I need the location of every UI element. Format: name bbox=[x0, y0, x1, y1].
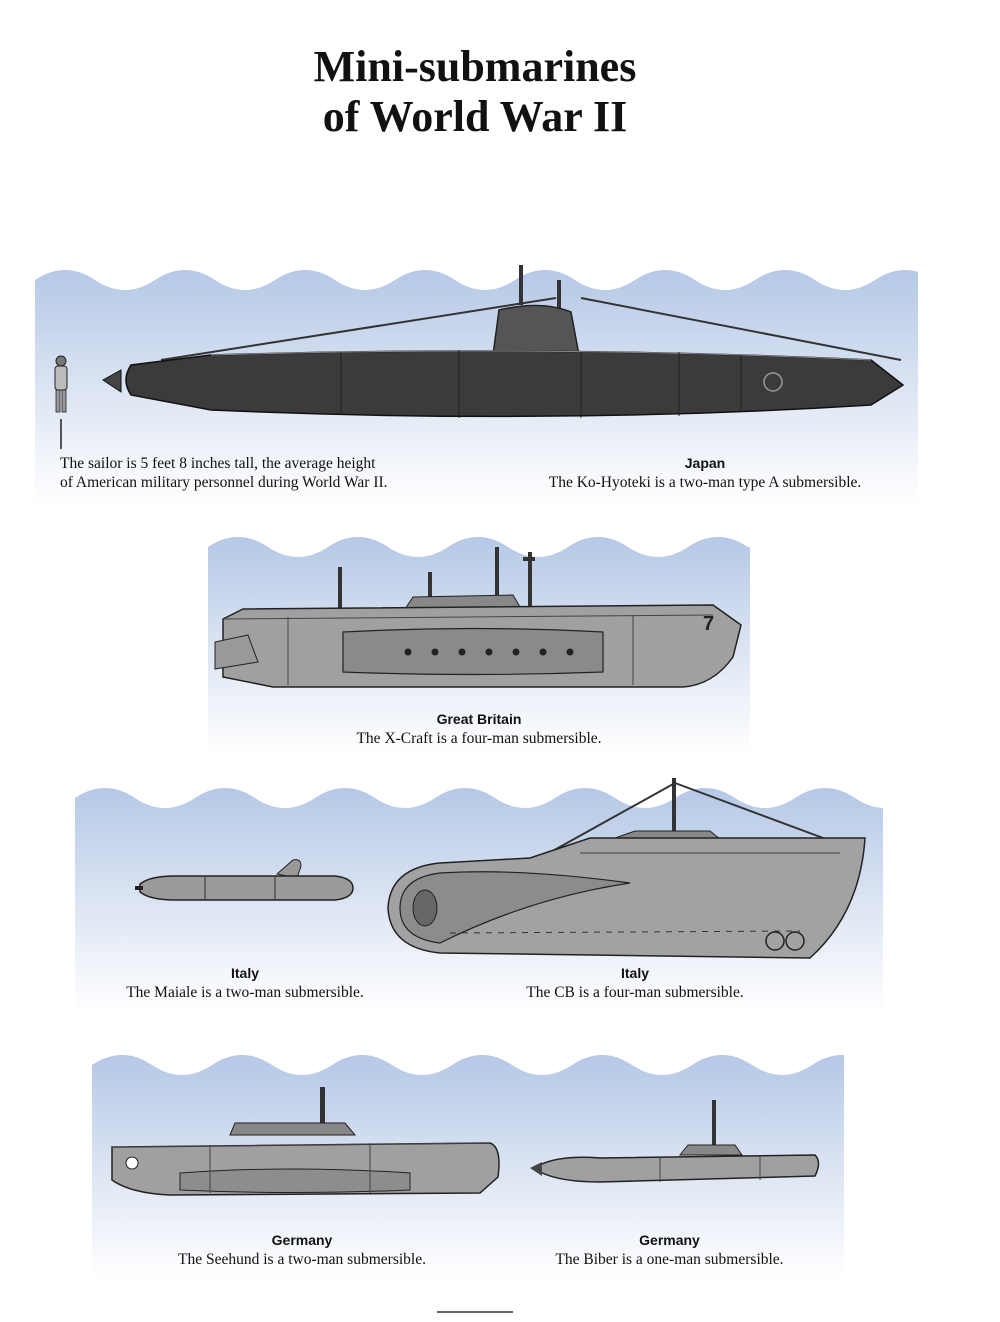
country-label: Italy bbox=[620, 965, 649, 981]
submarine-description: The Biber is a one-man submersible. bbox=[555, 1251, 784, 1268]
seehund-submarine bbox=[111, 1087, 500, 1196]
cb-submarine bbox=[387, 778, 866, 959]
submarine-description: The Ko-Hyoteki is a two-man type A subme… bbox=[548, 474, 862, 491]
title-line-2: of World War II bbox=[322, 92, 628, 141]
country-label: Germany bbox=[271, 1232, 333, 1248]
country-label: Great Britain bbox=[436, 711, 522, 727]
submarine-description: The CB is a four-man submersible. bbox=[526, 984, 744, 1001]
caption-great-britain: Great Britain The X-Craft is a four-man … bbox=[208, 710, 750, 748]
porthole-row bbox=[404, 648, 574, 656]
country-label: Germany bbox=[639, 1232, 700, 1248]
caption-italy-maiale: Italy The Maiale is a two-man submersibl… bbox=[75, 964, 415, 1002]
maiale-submarine bbox=[135, 859, 354, 901]
caption-japan: Japan The Ko-Hyoteki is a two-man type A… bbox=[500, 454, 910, 492]
submarine-description: The Maiale is a two-man submersible. bbox=[126, 984, 364, 1001]
sailor-caption: The sailor is 5 feet 8 inches tall, the … bbox=[60, 454, 510, 492]
footer-divider bbox=[437, 1311, 513, 1313]
x-craft-submarine: 7 bbox=[214, 547, 742, 688]
caption-italy-cb: Italy The CB is a four-man submersible. bbox=[465, 964, 805, 1002]
biber-submarine bbox=[530, 1100, 820, 1183]
sailor-figure bbox=[54, 355, 68, 449]
hull-number: 7 bbox=[703, 613, 714, 635]
panel-great-britain: 7 Great Britain The X-Craft is a four-ma… bbox=[208, 527, 750, 755]
panel-italy: Italy The Maiale is a two-man submersibl… bbox=[75, 778, 883, 1013]
sailor-caption-line2: of American military personnel during Wo… bbox=[60, 474, 388, 491]
country-label: Japan bbox=[684, 455, 726, 471]
title-line-1: Mini-submarines bbox=[313, 42, 637, 91]
ko-hyoteki-submarine bbox=[102, 265, 905, 418]
sailor-caption-line1: The sailor is 5 feet 8 inches tall, the … bbox=[60, 455, 376, 472]
caption-germany-biber: Germany The Biber is a one-man submersib… bbox=[507, 1231, 832, 1269]
submarine-description: The X-Craft is a four-man submersible. bbox=[356, 730, 602, 747]
country-label: Italy bbox=[230, 965, 259, 981]
panel-japan: The sailor is 5 feet 8 inches tall, the … bbox=[35, 255, 918, 505]
caption-germany-seehund: Germany The Seehund is a two-man submers… bbox=[112, 1231, 492, 1269]
page-title: Mini-submarines of World War II bbox=[0, 42, 950, 142]
submarine-description: The Seehund is a two-man submersible. bbox=[178, 1251, 426, 1268]
panel-germany: Germany The Seehund is a two-man submers… bbox=[92, 1045, 844, 1280]
